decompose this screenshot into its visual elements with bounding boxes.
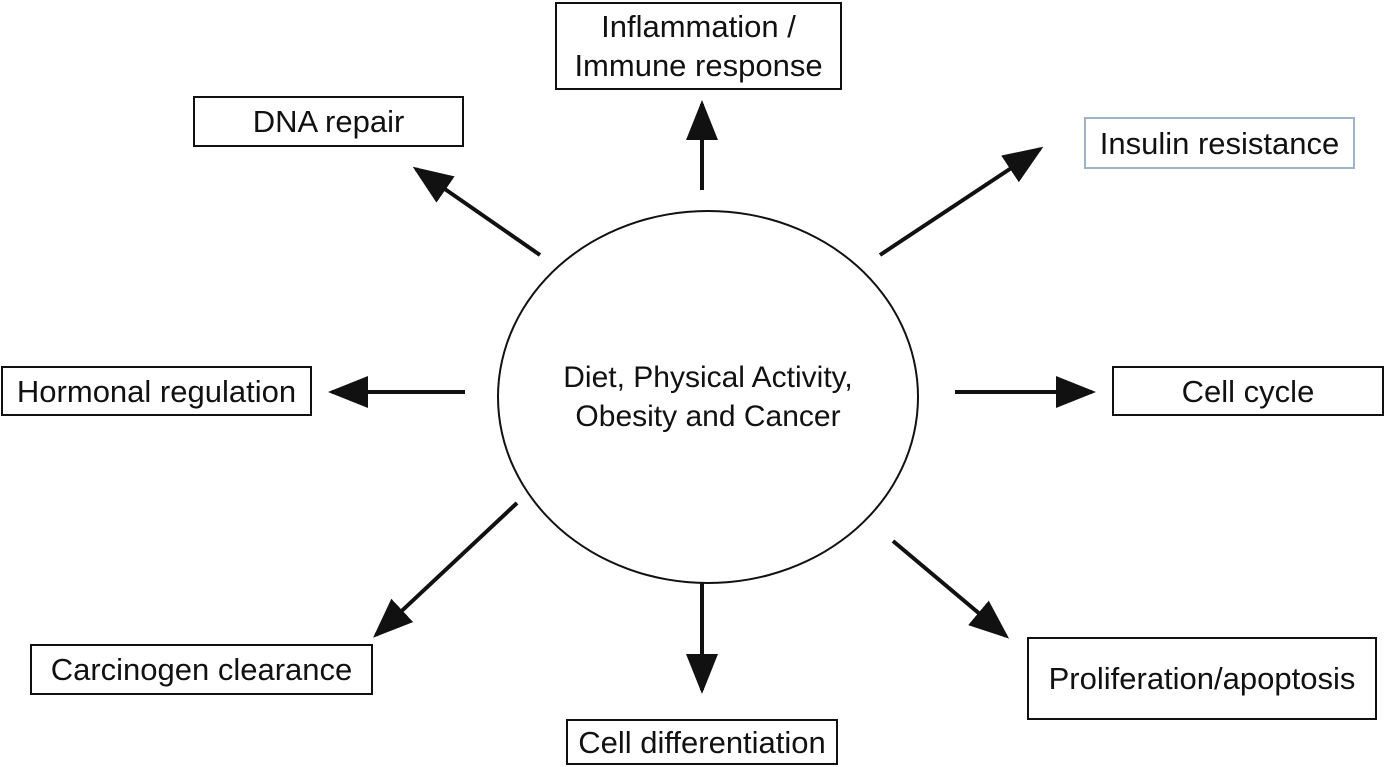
center-label-line2: Obesity and Cancer	[575, 400, 841, 433]
arrow-to-dna-repair	[412, 166, 542, 257]
node-inflammation-immune-response: Inflammation / Immune response	[555, 2, 842, 90]
node-hormonal-regulation-label: Hormonal regulation	[16, 373, 297, 409]
node-insulin-resistance-label: Insulin resistance	[1099, 125, 1340, 161]
center-label-line1: Diet, Physical Activity,	[563, 361, 853, 394]
node-hormonal-regulation: Hormonal regulation	[1, 366, 312, 416]
node-proliferation-apoptosis-label: Proliferation/apoptosis	[1048, 661, 1356, 696]
node-dna-repair: DNA repair	[193, 96, 464, 147]
node-cell-cycle: Cell cycle	[1112, 366, 1384, 416]
node-carcinogen-clearance-label: Carcinogen clearance	[50, 652, 353, 687]
node-cell-differentiation-label: Cell differentiation	[578, 724, 826, 760]
node-proliferation-apoptosis: Proliferation/apoptosis	[1027, 637, 1377, 720]
center-ellipse: Diet, Physical Activity, Obesity and Can…	[497, 210, 919, 584]
node-cell-differentiation: Cell differentiation	[566, 719, 838, 765]
node-cell-cycle-label: Cell cycle	[1181, 373, 1315, 409]
node-inflammation-line2: Immune response	[574, 48, 823, 83]
arrow-to-insulin-resistance	[878, 146, 1044, 257]
arrow-to-carcinogen-clearance	[373, 501, 519, 638]
node-carcinogen-clearance: Carcinogen clearance	[30, 644, 373, 695]
arrow-to-proliferation-apoptosis	[891, 539, 1010, 639]
node-inflammation-line1: Inflammation /	[601, 9, 796, 44]
center-label: Diet, Physical Activity, Obesity and Can…	[528, 358, 888, 436]
node-dna-repair-label: DNA repair	[252, 104, 405, 139]
node-insulin-resistance: Insulin resistance	[1084, 117, 1355, 169]
